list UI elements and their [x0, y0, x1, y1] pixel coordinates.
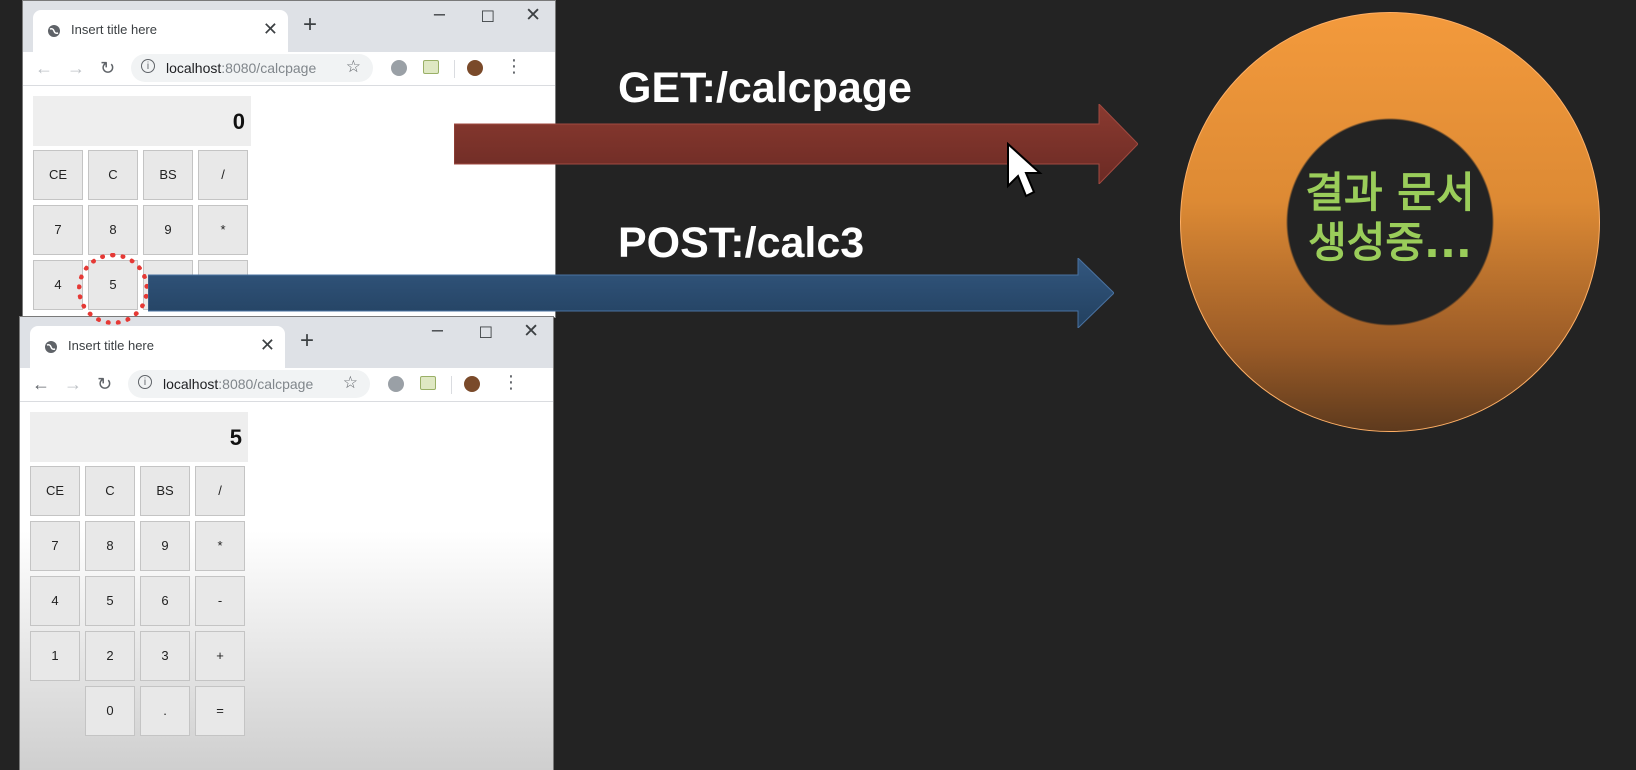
extension-icon[interactable]	[423, 60, 439, 74]
calc-button[interactable]: .	[140, 686, 190, 736]
calc-button[interactable]: CE	[33, 150, 83, 200]
calc-button[interactable]: 9	[140, 521, 190, 571]
plus-icon[interactable]: +	[300, 327, 315, 354]
calc-button[interactable]: /	[195, 466, 245, 516]
forward-arrow-icon[interactable]: →	[67, 58, 85, 78]
minimize-icon[interactable]: –	[433, 3, 445, 25]
url-host: localhost	[166, 60, 222, 76]
maximize-icon[interactable]: ☐	[478, 325, 493, 342]
calc-button[interactable]: 6	[140, 576, 190, 626]
star-icon[interactable]: ☆	[342, 373, 358, 392]
mouse-cursor-icon	[1007, 142, 1043, 198]
toolbar-divider	[454, 60, 455, 78]
calc-button[interactable]: 4	[30, 576, 80, 626]
server-donut	[1180, 12, 1600, 432]
calc-button[interactable]: =	[195, 686, 245, 736]
calculator-display: 0	[33, 96, 251, 146]
tab-title: Insert title here	[68, 338, 154, 353]
url-path: :8080/calcpage	[221, 60, 317, 76]
globe-icon	[48, 25, 60, 37]
info-icon[interactable]: i	[141, 59, 155, 73]
browser-tab[interactable]: Insert title here ✕	[33, 10, 288, 52]
calc-button[interactable]: 8	[88, 205, 138, 255]
tab-close-icon[interactable]: ✕	[259, 335, 275, 355]
calc-button[interactable]: BS	[140, 466, 190, 516]
get-arrow-shape	[454, 104, 1138, 184]
calc-button[interactable]: 8	[85, 521, 135, 571]
info-icon[interactable]: i	[138, 375, 152, 389]
calc-button[interactable]: 7	[30, 521, 80, 571]
extension-icon[interactable]	[420, 376, 436, 390]
calc-button[interactable]: -	[195, 576, 245, 626]
toolbar-divider	[451, 376, 452, 394]
post-request-label: POST:/calc3	[618, 219, 865, 267]
url-path: :8080/calcpage	[218, 376, 314, 392]
calc-button[interactable]: 9	[143, 205, 193, 255]
calc-button[interactable]: /	[198, 150, 248, 200]
calculator-display: 5	[30, 412, 248, 462]
tab-close-icon[interactable]: ✕	[262, 19, 278, 39]
globe-icon	[45, 341, 57, 353]
calc-button[interactable]: C	[85, 466, 135, 516]
reload-icon[interactable]: ↻	[97, 374, 113, 394]
reload-icon[interactable]: ↻	[100, 58, 116, 78]
post-arrow-shape	[148, 258, 1114, 328]
server-text-line1: 결과 문서	[1305, 168, 1475, 217]
close-icon[interactable]: ✕	[523, 321, 539, 342]
calc-button[interactable]: BS	[143, 150, 193, 200]
profile-avatar-icon[interactable]	[467, 60, 483, 76]
profile-avatar-icon[interactable]	[464, 376, 480, 392]
server-text-line2: 생성중...	[1308, 218, 1472, 267]
url-host: localhost	[163, 376, 219, 392]
title-bar: Insert title here ✕ + – ☐ ✕	[23, 1, 555, 52]
star-icon[interactable]: ☆	[345, 57, 361, 76]
minimize-icon[interactable]: –	[431, 319, 443, 341]
title-bar: Insert title here ✕ + – ☐ ✕	[20, 317, 553, 368]
calc-button[interactable]: 2	[85, 631, 135, 681]
calc-button[interactable]: C	[88, 150, 138, 200]
address-bar[interactable]: i localhost:8080/calcpage ☆	[131, 54, 373, 82]
browser-toolbar: ← → ↻ i localhost:8080/calcpage ☆ ⋮	[23, 52, 555, 86]
calc-button[interactable]: CE	[30, 466, 80, 516]
browser-window-post: Insert title here ✕ + – ☐ ✕ ← → ↻ i loca…	[19, 316, 554, 770]
calc-button[interactable]: 7	[33, 205, 83, 255]
back-arrow-icon[interactable]: ←	[32, 374, 50, 394]
maximize-icon[interactable]: ☐	[480, 9, 495, 26]
kebab-menu-icon[interactable]: ⋮	[505, 56, 523, 76]
extension-icon[interactable]	[388, 376, 404, 392]
back-arrow-icon[interactable]: ←	[35, 58, 53, 78]
calc-button[interactable]: 0	[85, 686, 135, 736]
get-request-arrow	[454, 104, 1138, 184]
browser-toolbar: ← → ↻ i localhost:8080/calcpage ☆ ⋮	[20, 368, 553, 402]
calc-button[interactable]: 3	[140, 631, 190, 681]
post-request-arrow	[148, 258, 1114, 328]
calc-button[interactable]: *	[195, 521, 245, 571]
plus-icon[interactable]: +	[303, 11, 318, 38]
url-text: localhost:8080/calcpage	[166, 60, 316, 76]
kebab-menu-icon[interactable]: ⋮	[502, 372, 520, 392]
calc-button[interactable]: 5	[85, 576, 135, 626]
get-request-label: GET:/calcpage	[618, 64, 912, 112]
extension-icon[interactable]	[391, 60, 407, 76]
calc-button[interactable]: +	[195, 631, 245, 681]
click-highlight-circle	[77, 253, 149, 325]
close-icon[interactable]: ✕	[525, 5, 541, 26]
server-status-text: 결과 문서 생성중...	[1280, 168, 1500, 268]
forward-arrow-icon[interactable]: →	[64, 374, 82, 394]
url-text: localhost:8080/calcpage	[163, 376, 313, 392]
calc-button[interactable]: 4	[33, 260, 83, 310]
address-bar[interactable]: i localhost:8080/calcpage ☆	[128, 370, 370, 398]
browser-tab[interactable]: Insert title here ✕	[30, 326, 285, 368]
calc-button[interactable]: 1	[30, 631, 80, 681]
calc-button[interactable]: *	[198, 205, 248, 255]
tab-title: Insert title here	[71, 22, 157, 37]
